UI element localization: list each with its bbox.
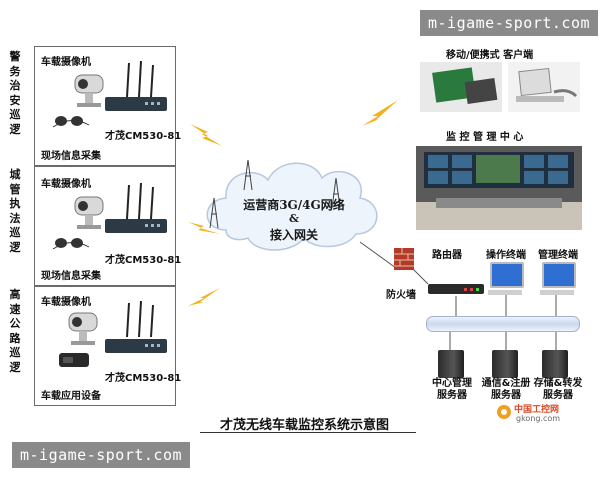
router-device-icon	[105, 339, 167, 353]
vehicle-panel-1: 车载摄像机 才茂CM530-81 现场信息采集	[34, 46, 181, 166]
operation-terminal-label: 操作终端	[486, 250, 526, 261]
storage-server-label: 存储&转发 服务器	[533, 378, 583, 401]
tablet-icon	[420, 62, 502, 112]
central-management-server-icon	[438, 350, 464, 378]
side-label-police: 警务治安巡逻	[9, 50, 21, 136]
vehicle-device-icon	[59, 353, 89, 367]
side-label-highway: 高速公路巡逻	[9, 288, 21, 374]
monitoring-center-image	[416, 146, 582, 230]
figure-title: 才茂无线车载监控系统示意图	[220, 418, 390, 433]
cloud-gateway-label: 接入网关	[269, 228, 318, 242]
microphone-icon	[52, 238, 90, 250]
signal-bolt-icon	[362, 100, 398, 126]
watermark-top: m-igame-sport.com	[420, 10, 599, 36]
antenna-icon	[126, 60, 154, 98]
antenna-icon	[126, 182, 154, 220]
device-label: 才茂CM530-81	[105, 131, 182, 142]
camera-icon	[68, 312, 98, 345]
microphone-icon	[52, 116, 90, 128]
router-device-icon	[105, 97, 167, 111]
network-bus-bar	[426, 316, 580, 332]
watermark-bottom: m-igame-sport.com	[12, 442, 191, 468]
router-device-icon	[105, 219, 167, 233]
signal-bolt-icon	[190, 124, 222, 146]
monitoring-center-label: 监 控 管 理 中 心	[446, 132, 524, 143]
operation-terminal-icon	[490, 262, 524, 288]
communication-server-icon	[492, 350, 518, 378]
network-cloud	[206, 159, 378, 251]
camera-icon	[74, 74, 104, 107]
device-label: 才茂CM530-81	[105, 373, 182, 384]
camera-label: 车载摄像机	[41, 57, 91, 68]
device-label: 才茂CM530-81	[105, 255, 182, 266]
management-terminal-icon	[542, 262, 576, 288]
title-underline	[200, 432, 416, 433]
communication-server-label: 通信&注册 服务器	[481, 378, 531, 401]
side-label-urban: 城管执法巡逻	[9, 168, 21, 254]
logo-site: gkong.com	[516, 414, 561, 423]
camera-icon	[74, 196, 104, 229]
router-label: 路由器	[432, 250, 462, 261]
camera-label: 车载摄像机	[41, 297, 91, 308]
firewall-label: 防火墙	[386, 290, 416, 301]
management-terminal-label: 管理终端	[538, 250, 578, 261]
camera-label: 车载摄像机	[41, 179, 91, 190]
logo-text: 中国工控网	[514, 405, 560, 415]
signal-bolt-icon	[188, 288, 220, 306]
vehicle-panel-3: 车载摄像机 才茂CM530-81 车载应用设备	[34, 286, 181, 406]
central-management-server-label: 中心管理 服务器	[432, 378, 472, 401]
panel-bottom-label: 现场信息采集	[41, 271, 101, 282]
antenna-icon	[126, 300, 154, 338]
firewall-icon	[394, 248, 414, 270]
vehicle-panel-2: 车载摄像机 才茂CM530-81 现场信息采集	[34, 166, 181, 286]
gear-logo-icon	[497, 405, 511, 419]
laptop-icon	[508, 62, 580, 112]
panel-bottom-label: 现场信息采集	[41, 151, 101, 162]
cloud-network-label: 运营商3G/4G网络	[243, 198, 345, 212]
mobile-client-label: 移动/便携式 客户端	[446, 50, 534, 61]
storage-server-icon	[542, 350, 568, 378]
center-router-icon	[428, 284, 484, 294]
signal-bolt-icon	[188, 222, 220, 234]
panel-bottom-label: 车载应用设备	[41, 391, 101, 402]
cloud-ampersand: &	[289, 212, 299, 225]
